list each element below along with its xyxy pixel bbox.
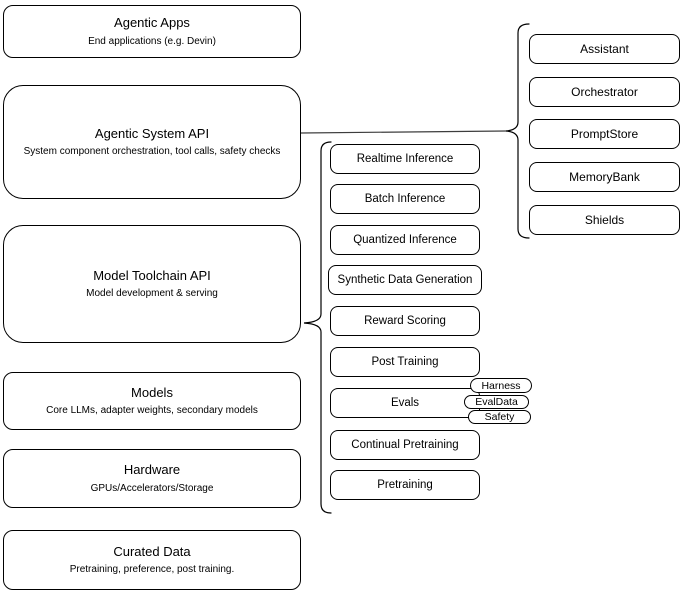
pill-safety: Safety <box>468 410 531 424</box>
node-memorybank: MemoryBank <box>529 162 680 192</box>
box-agentic-system-api-title: Agentic System API <box>94 125 210 141</box>
node-assistant: Assistant <box>529 34 680 64</box>
box-hardware: Hardware GPUs/Accelerators/Storage <box>3 449 301 508</box>
box-agentic-apps-title: Agentic Apps <box>114 15 190 31</box>
box-agentic-system-api-subtitle: System component orchestration, tool cal… <box>23 146 281 158</box>
box-agentic-apps-subtitle: End applications (e.g. Devin) <box>88 35 216 47</box>
box-curated-data-title: Curated Data <box>113 543 191 559</box>
node-reward-scoring: Reward Scoring <box>330 306 480 336</box>
box-agentic-system-api: Agentic System API System component orch… <box>3 85 301 199</box>
box-models: Models Core LLMs, adapter weights, secon… <box>3 372 301 430</box>
box-curated-data: Curated Data Pretraining, preference, po… <box>3 530 301 590</box>
box-model-toolchain-api-subtitle: Model development & serving <box>86 288 218 300</box>
node-continual-pretraining: Continual Pretraining <box>330 430 480 460</box>
node-promptstore: PromptStore <box>529 119 680 149</box>
box-hardware-title: Hardware <box>123 462 181 478</box>
node-pretraining: Pretraining <box>330 470 480 500</box>
node-shields: Shields <box>529 205 680 235</box>
box-hardware-subtitle: GPUs/Accelerators/Storage <box>90 482 214 494</box>
node-quantized-inference: Quantized Inference <box>330 225 480 255</box>
box-models-subtitle: Core LLMs, adapter weights, secondary mo… <box>46 405 258 417</box>
box-model-toolchain-api-title: Model Toolchain API <box>93 267 211 283</box>
box-models-title: Models <box>131 384 173 400</box>
toolchain-brace <box>303 141 332 514</box>
node-post-training: Post Training <box>330 347 480 377</box>
pill-evaldata: EvalData <box>464 395 529 409</box>
node-batch-inference: Batch Inference <box>330 184 480 214</box>
system-api-connector-line <box>300 130 507 134</box>
pill-harness: Harness <box>470 378 532 393</box>
node-synthetic-data-generation: Synthetic Data Generation <box>328 265 482 295</box>
box-agentic-apps: Agentic Apps End applications (e.g. Devi… <box>3 5 301 58</box>
node-orchestrator: Orchestrator <box>529 77 680 107</box>
node-evals: Evals <box>330 388 480 418</box>
system-brace <box>505 23 530 239</box>
box-curated-data-subtitle: Pretraining, preference, post training. <box>69 564 235 576</box>
node-realtime-inference: Realtime Inference <box>330 144 480 174</box>
box-model-toolchain-api: Model Toolchain API Model development & … <box>3 225 301 343</box>
